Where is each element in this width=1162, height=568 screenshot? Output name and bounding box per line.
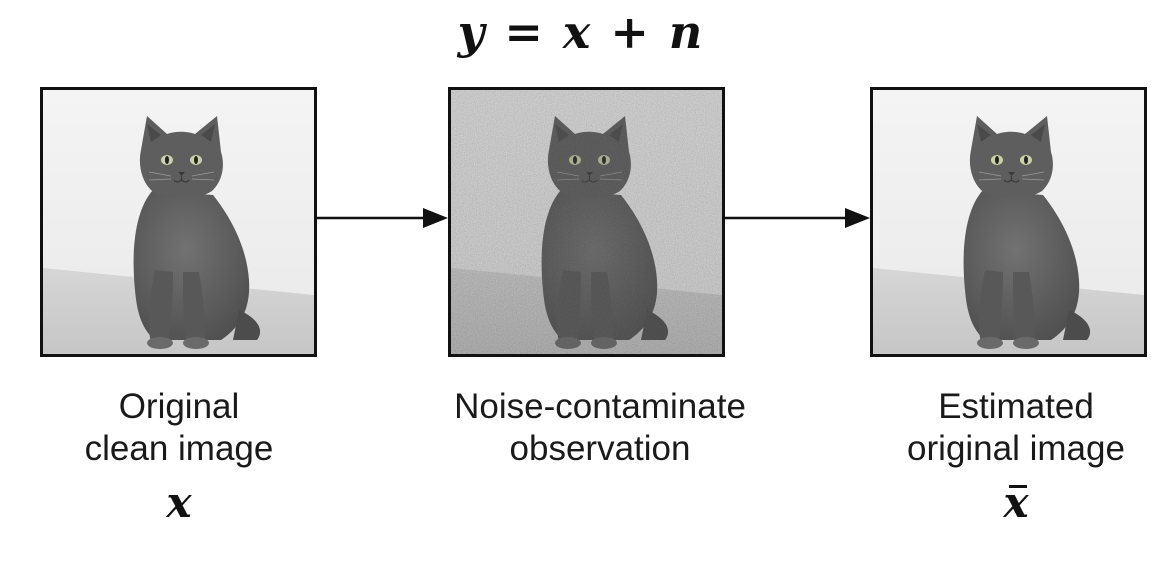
estimated-image-panel [870,87,1147,357]
caption-line: Original [118,387,240,426]
caption-line: clean image [84,429,274,468]
estimated-caption: Estimated original image [836,386,1162,470]
caption-line: Noise-contaminate [454,387,746,426]
caption-line: Estimated [938,387,1094,426]
original-symbol: x [0,478,359,528]
noisy-cat-image [451,90,722,354]
arrow-to-estimated [725,206,870,230]
right-arrow-icon [317,208,448,228]
arrow-to-noisy [317,206,448,230]
noisy-caption: Noise-contaminate observation [420,386,780,470]
right-arrow-icon [725,208,870,228]
original-image-panel [40,87,317,357]
caption-line: observation [509,429,691,468]
estimated-cat-image [873,90,1144,354]
original-caption: Original clean image [0,386,359,470]
original-cat-image [43,90,314,354]
caption-line: original image [907,429,1125,468]
symbol-x-bar: x [1003,478,1029,527]
symbol-x: x [166,478,192,527]
estimated-symbol: x [836,478,1162,528]
noisy-image-panel [448,87,725,357]
equation-title: y = x + n [457,5,705,59]
